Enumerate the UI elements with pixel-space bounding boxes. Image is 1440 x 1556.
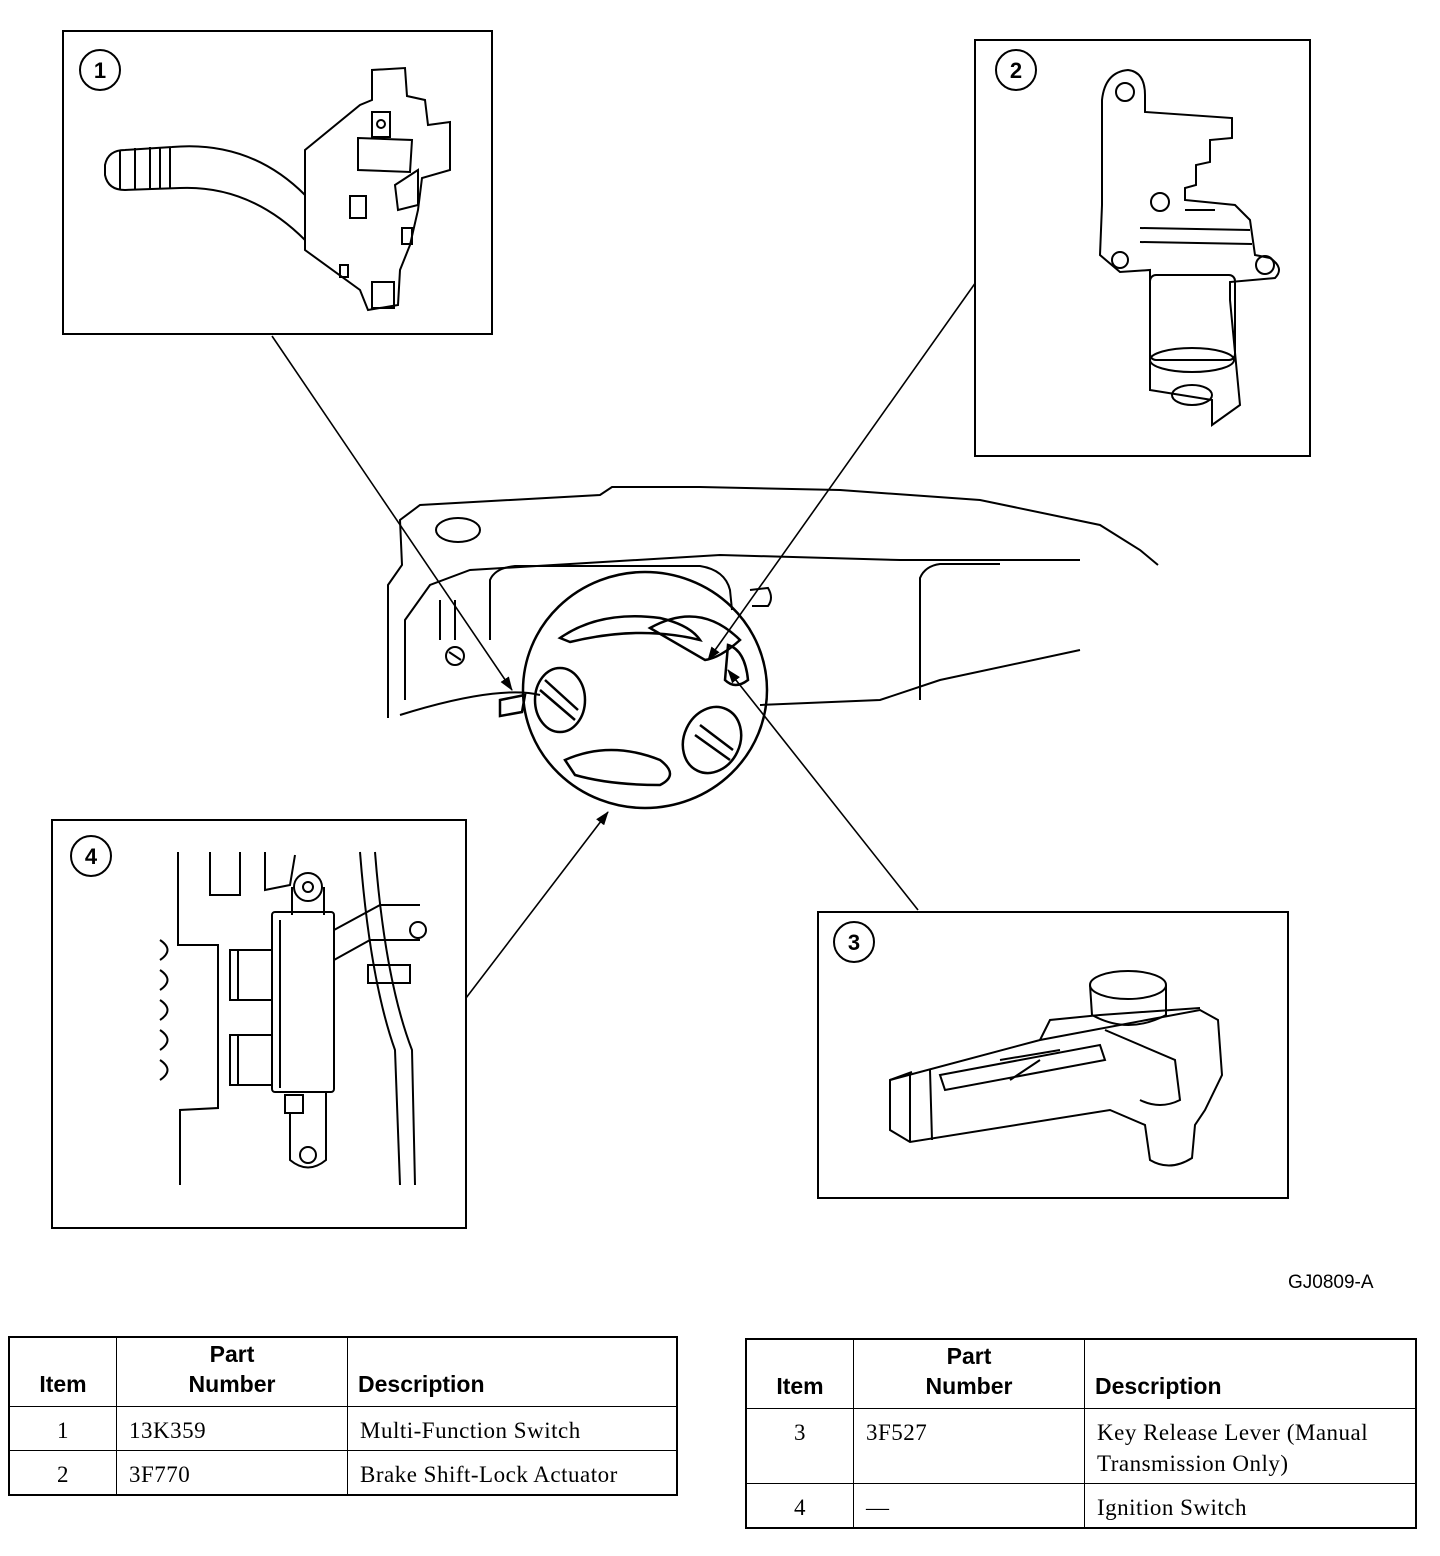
- header-part-number: Part Number: [116, 1336, 348, 1407]
- cell-description: Ignition Switch: [1084, 1482, 1417, 1529]
- header-part-number: Part Number: [853, 1338, 1085, 1409]
- parts-table-right: Item Part Number Description 3 3F527 Key…: [745, 1338, 1417, 1529]
- callout-circle-2: [995, 49, 1037, 91]
- cell-part-number: 3F770: [116, 1449, 348, 1496]
- table-row: 2 3F770 Brake Shift-Lock Actuator: [8, 1449, 678, 1496]
- components-diagram: 1 2 3: [51, 30, 1311, 1229]
- callout-number-3: 3: [848, 930, 860, 955]
- callout-circle-4: [70, 835, 112, 877]
- callout-box-1: 1: [62, 30, 493, 335]
- callout-box-4: 4: [51, 819, 467, 1229]
- callout-box-2: 2: [974, 39, 1311, 457]
- callout-circle-1: [79, 49, 121, 91]
- cell-item: 2: [8, 1449, 117, 1496]
- header-part-line1: Part: [209, 1341, 255, 1367]
- callout-number-4: 4: [85, 844, 98, 869]
- cell-part-number: 3F527: [853, 1407, 1085, 1484]
- cell-description: Multi-Function Switch: [347, 1405, 678, 1451]
- dashboard-illustration: [387, 486, 1159, 718]
- cell-item: 3: [745, 1407, 854, 1484]
- brake-shift-lock-actuator-illustration: [1098, 68, 1280, 427]
- header-item: Item: [745, 1338, 854, 1409]
- header-part-line2: Number: [188, 1370, 276, 1397]
- header-item: Item: [8, 1336, 117, 1407]
- ignition-switch-illustration: [159, 851, 427, 1186]
- table-row: 4 — Ignition Switch: [745, 1482, 1417, 1529]
- steering-wheel: [498, 570, 769, 810]
- table-row: 3 3F527 Key Release Lever (Manual Transm…: [745, 1407, 1417, 1484]
- cell-description: Key Release Lever (Manual Transmission O…: [1084, 1407, 1417, 1484]
- header-part-line2: Number: [925, 1372, 1013, 1399]
- cell-part-number: 13K359: [116, 1405, 348, 1451]
- key-release-lever-illustration: [889, 970, 1224, 1167]
- multi-function-switch-illustration: [104, 66, 451, 312]
- header-description: Description: [347, 1336, 678, 1407]
- cell-item: 1: [8, 1405, 117, 1451]
- leader-lines: [271, 281, 977, 999]
- figure-id: GJ0809-A: [1288, 1272, 1374, 1293]
- header-part-line1: Part: [946, 1343, 992, 1369]
- cell-part-number: —: [853, 1482, 1085, 1529]
- cell-description: Brake Shift-Lock Actuator: [347, 1449, 678, 1496]
- cell-item: 4: [745, 1482, 854, 1529]
- header-description: Description: [1084, 1338, 1417, 1409]
- table-header-row: Item Part Number Description: [745, 1338, 1417, 1409]
- table-row: 1 13K359 Multi-Function Switch: [8, 1405, 678, 1451]
- table-header-row: Item Part Number Description: [8, 1336, 678, 1407]
- parts-table-left: Item Part Number Description 1 13K359 Mu…: [8, 1336, 678, 1496]
- callout-number-1: 1: [94, 58, 106, 83]
- callout-circle-3: [833, 921, 875, 963]
- callout-box-3: 3: [817, 911, 1289, 1199]
- callout-number-2: 2: [1010, 58, 1022, 83]
